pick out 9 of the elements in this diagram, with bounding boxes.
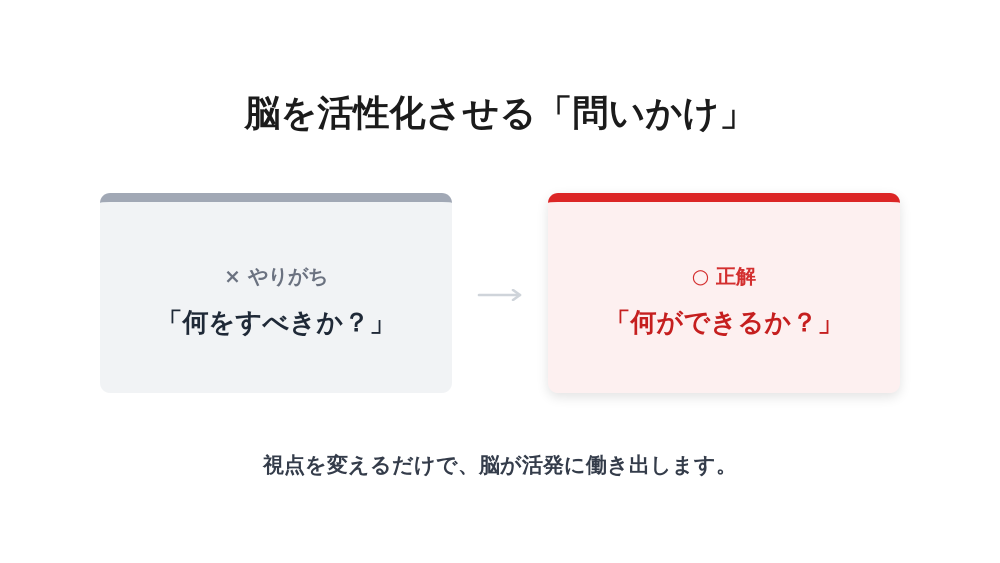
- comparison-card: [100, 193, 452, 393]
- arrow: [478, 288, 522, 302]
- caption: 視点を変えるだけで、脳が活発に働き出します。: [262, 452, 738, 479]
- title: 脳を活性化させる「問いかけ」: [243, 92, 756, 136]
- comparison-card: [548, 193, 900, 393]
- question-text: 「何をすべきか？」: [156, 307, 396, 340]
- question-text: 「何ができるか？」: [604, 307, 844, 340]
- card-label: ○ 正解: [692, 263, 756, 290]
- card-label: × やりがち: [224, 263, 328, 290]
